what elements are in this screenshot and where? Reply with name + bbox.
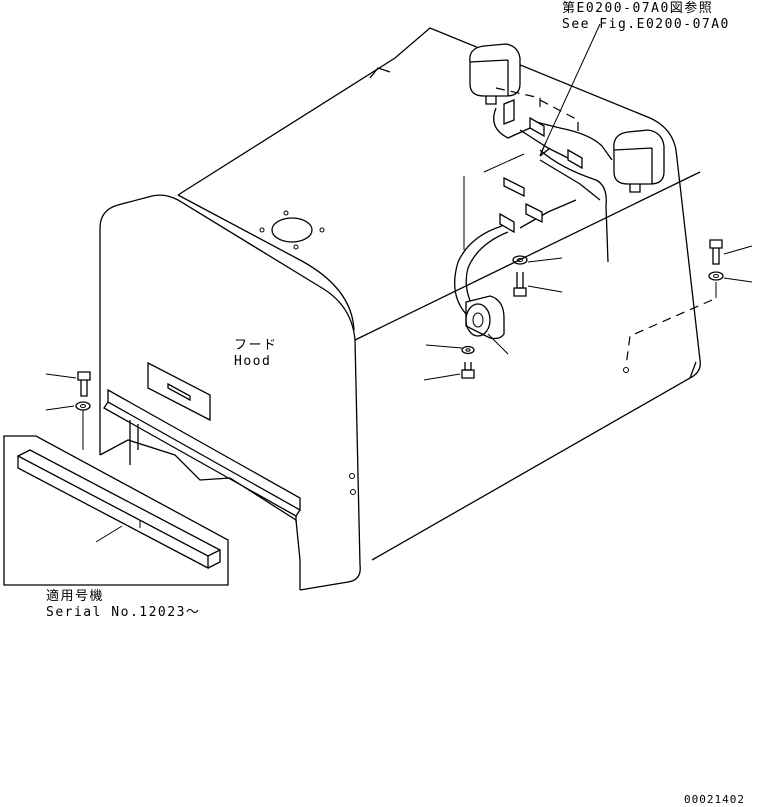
serial-label-en: Serial No.12023～ — [46, 605, 201, 620]
horn-washer — [425, 344, 475, 355]
part-label-en: Hood — [234, 354, 272, 369]
serial-label-ja: 適用号機 — [46, 589, 105, 604]
access-port — [259, 210, 325, 250]
left-washer — [45, 401, 91, 450]
part-label-ja: フード — [234, 338, 278, 353]
right-bolt — [709, 239, 753, 265]
left-bolt — [45, 371, 91, 397]
horn — [465, 295, 505, 340]
serial-inset-frame — [3, 435, 229, 586]
wiring-harness — [454, 99, 613, 317]
right-washer — [708, 271, 753, 298]
reference-label-en: See Fig.E0200-07A0 — [562, 17, 730, 32]
hood-body — [99, 27, 701, 591]
work-lamp-right — [613, 129, 665, 193]
reference-label-ja: 第E0200-07A0図参照 — [562, 1, 714, 16]
label-plate — [147, 361, 211, 422]
bracket-washer — [512, 255, 563, 265]
bracket-bolt — [513, 272, 563, 297]
drawing-number: 00021402 — [684, 793, 745, 806]
front-rail — [103, 388, 301, 522]
horn-bolt — [423, 362, 475, 381]
work-lamp-left — [469, 43, 521, 105]
